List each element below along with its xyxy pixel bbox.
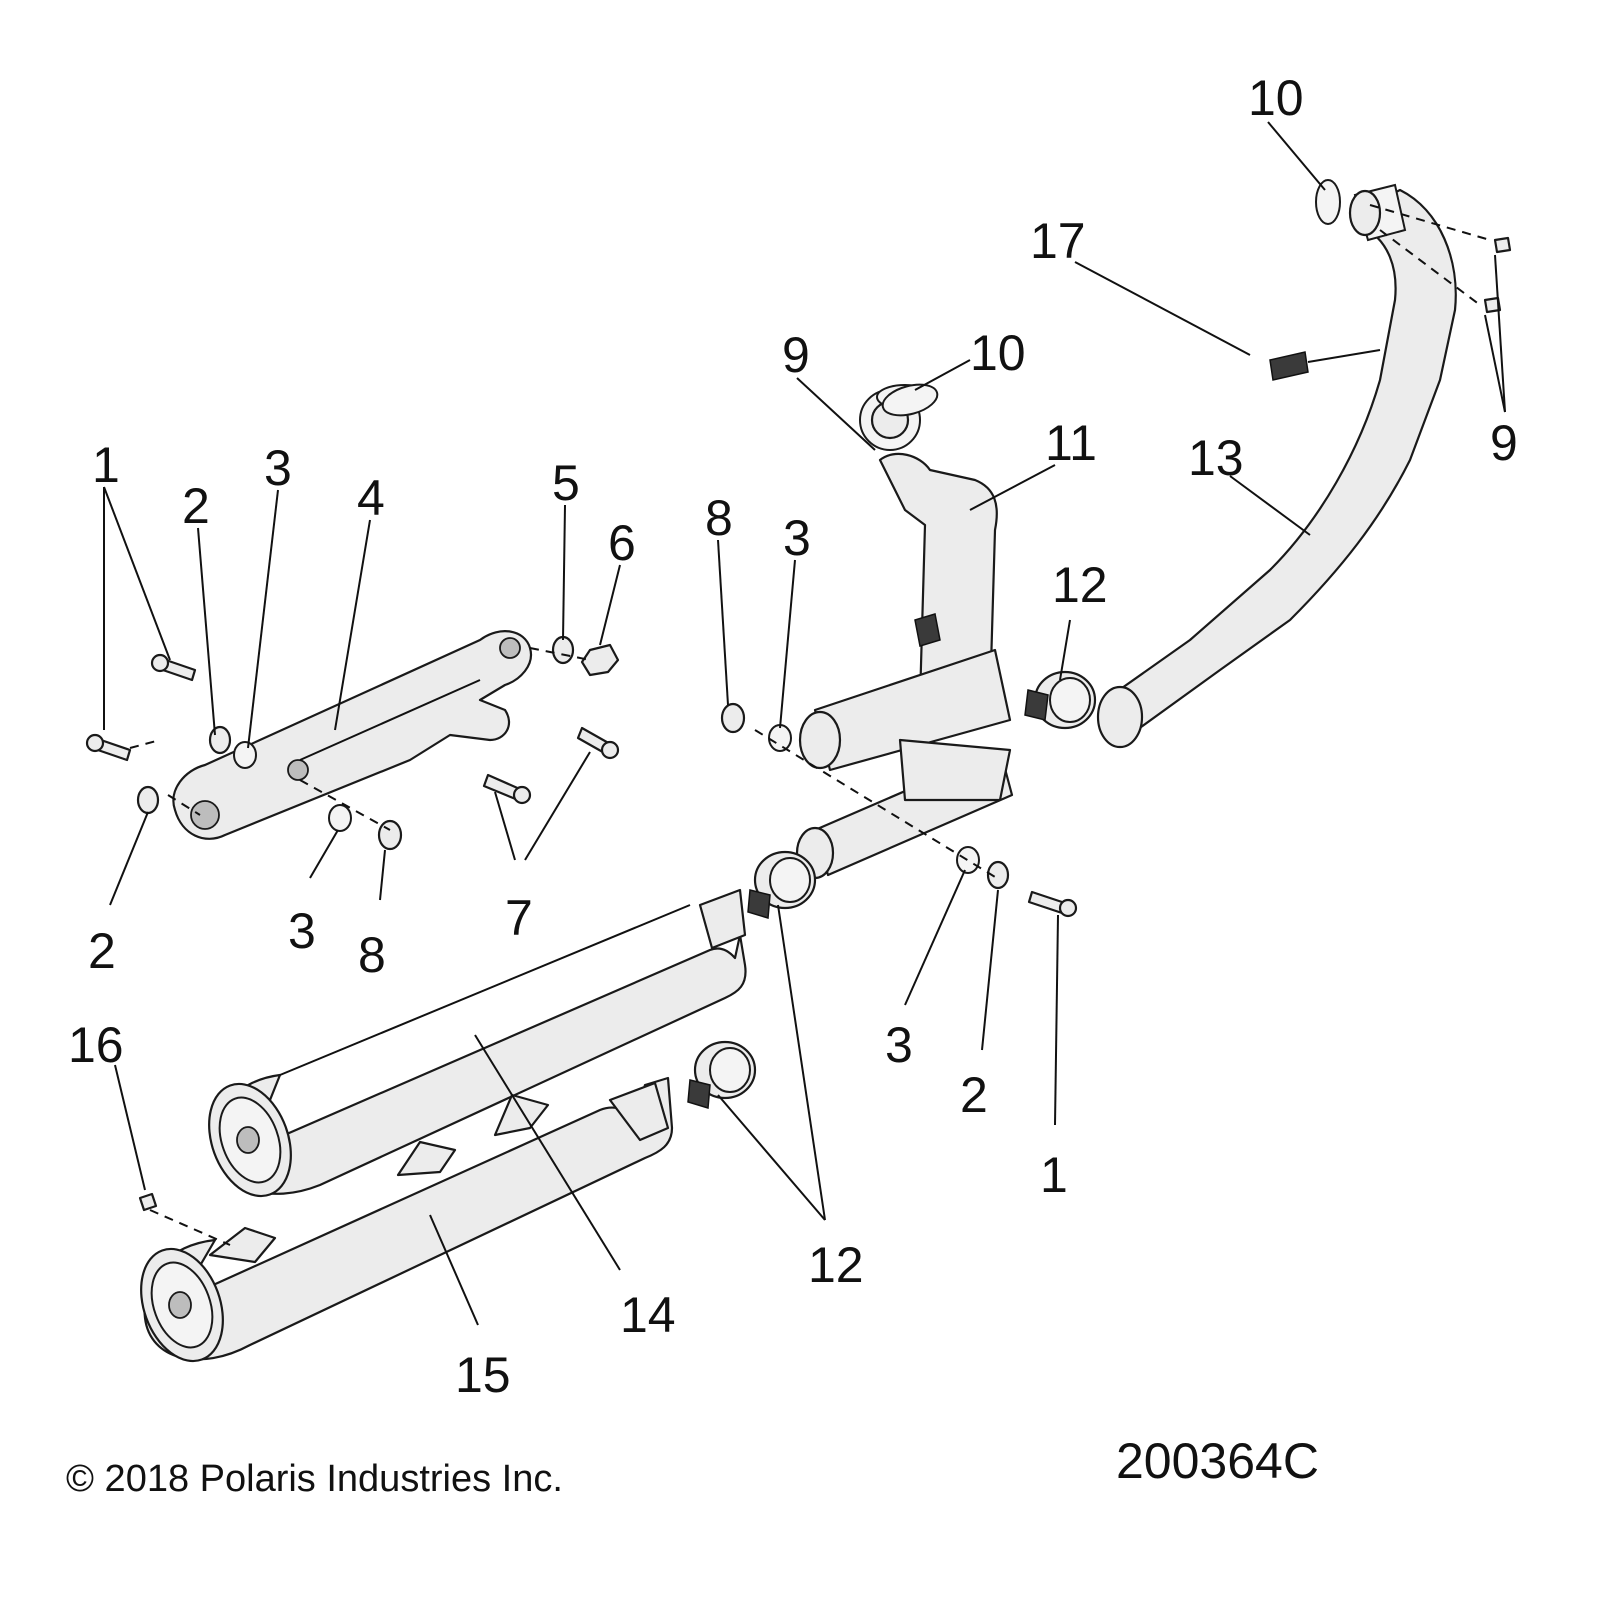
copyright-notice: © 2018 Polaris Industries Inc. — [66, 1458, 563, 1500]
callout-1: 1 — [1040, 1147, 1068, 1203]
callout-4: 4 — [357, 470, 385, 526]
muffler-upper — [208, 888, 747, 1198]
callout-14: 14 — [620, 1287, 676, 1343]
callout-16: 16 — [68, 1017, 124, 1073]
callout-10: 10 — [1248, 70, 1304, 126]
muffler-lower — [140, 1076, 674, 1363]
callout-17: 17 — [1030, 213, 1086, 269]
callout-8: 8 — [358, 927, 386, 983]
callout-15: 15 — [455, 1347, 511, 1403]
callout-2: 2 — [88, 923, 116, 979]
callout-9: 9 — [1490, 415, 1518, 471]
callout-10: 10 — [970, 325, 1026, 381]
callout-2: 2 — [960, 1067, 988, 1123]
callout-6: 6 — [608, 515, 636, 571]
callout-13: 13 — [1188, 430, 1244, 486]
callout-1: 1 — [92, 437, 120, 493]
clamps — [687, 670, 1097, 1109]
figure-number: 200364C — [1116, 1433, 1319, 1489]
callout-3: 3 — [264, 440, 292, 496]
callout-3: 3 — [885, 1017, 913, 1073]
callout-9: 9 — [782, 327, 810, 383]
callout-3: 3 — [288, 903, 316, 959]
callout-5: 5 — [552, 455, 580, 511]
callout-12: 12 — [1052, 557, 1108, 613]
callout-11: 11 — [1045, 415, 1097, 471]
alignment-lines — [129, 204, 1491, 1246]
head-pipe-front — [795, 384, 1014, 880]
callout-labels: 1 2 3 4 5 6 8 3 9 10 11 12 10 17 13 9 2 … — [68, 70, 1518, 1403]
callout-12: 12 — [808, 1237, 864, 1293]
head-pipe-rear — [1096, 183, 1457, 749]
leader-lines — [103, 121, 1506, 1326]
gaskets — [881, 179, 1341, 417]
mounting-bracket — [172, 630, 533, 840]
callout-3: 3 — [783, 510, 811, 566]
callout-7: 7 — [505, 890, 533, 946]
callout-8: 8 — [705, 490, 733, 546]
callout-2: 2 — [182, 478, 210, 534]
